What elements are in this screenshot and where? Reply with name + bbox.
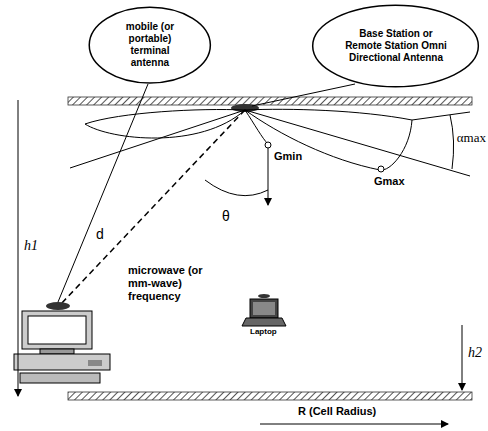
diagram-label: Gmin: [274, 150, 302, 162]
diagram-label: αmax: [457, 130, 486, 146]
diagram-label: microwave (or mm-wave) frequency: [128, 264, 208, 304]
diagram-label: h2: [468, 345, 482, 361]
callout-text: Base Station or Remote Station Omni Dire…: [340, 28, 452, 64]
path-d: [60, 110, 245, 305]
angle-arc: [450, 115, 454, 169]
vertical-axis: [268, 148, 269, 205]
gmax-point: [378, 166, 384, 172]
left-lobe: [85, 110, 245, 139]
diagram-label: θ: [222, 208, 230, 224]
right-lobe: [245, 109, 412, 170]
callout-text: mobile (or portable) terminal antenna: [110, 21, 190, 69]
h1-arrow: [18, 100, 19, 396]
diagram-label: R (Cell Radius): [298, 405, 376, 417]
leader-line: [252, 84, 355, 106]
floor: [68, 392, 472, 400]
diagram-label: d: [96, 226, 104, 242]
diagram-label: h1: [24, 238, 38, 254]
beam-line: [245, 110, 470, 176]
theta-arc: [205, 180, 268, 196]
ceiling: [68, 97, 472, 105]
callout-ellipse: mobile (or portable) terminal antenna: [88, 6, 212, 84]
laptop: [242, 294, 286, 326]
gmin-point: [265, 142, 271, 148]
r-arrow: [260, 424, 448, 425]
h2-arrow: [462, 325, 463, 390]
lobe-null: [245, 110, 268, 144]
diagram-label: Gmax: [374, 175, 405, 187]
desktop-computer: [14, 302, 110, 383]
beam-line: [70, 110, 245, 168]
callout-ellipse: Base Station or Remote Station Omni Dire…: [311, 4, 480, 88]
diagram-label: Laptop: [250, 327, 277, 336]
horizon-line: [412, 112, 470, 120]
